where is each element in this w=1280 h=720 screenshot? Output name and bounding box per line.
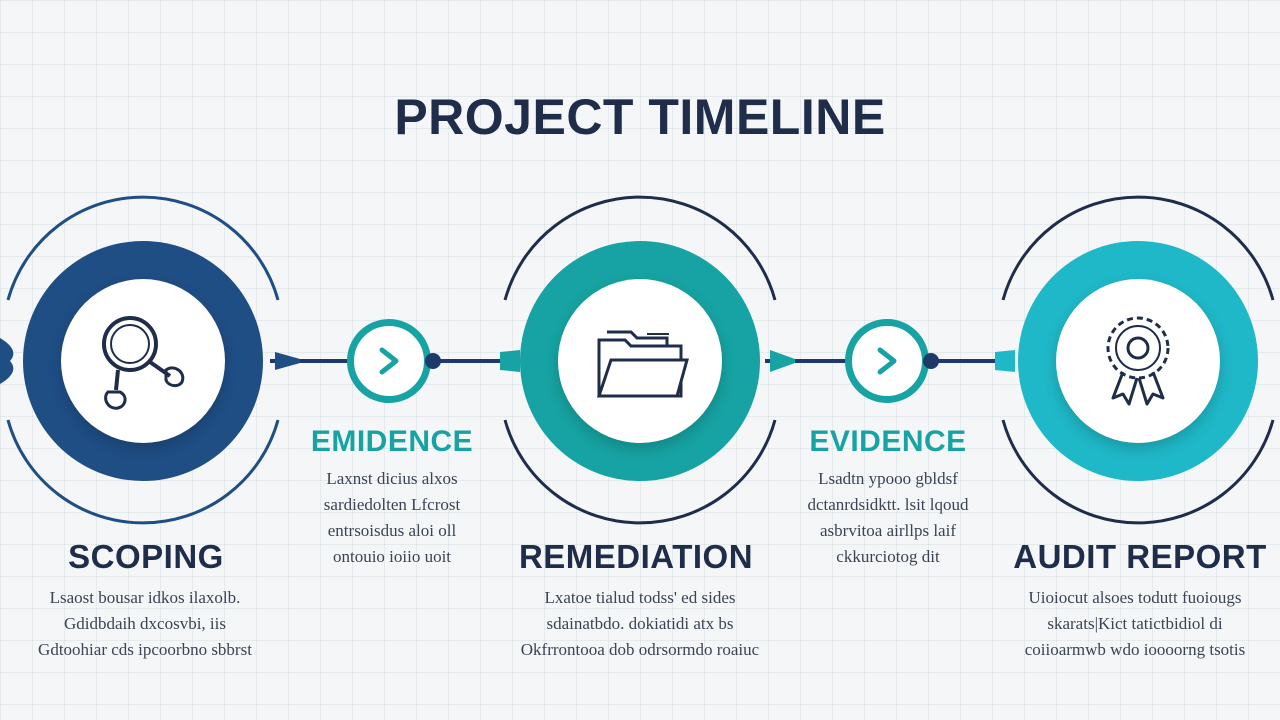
- join-taper-1: [275, 352, 300, 370]
- stage-icon-circle: [1056, 279, 1220, 443]
- scoping-bottom-arc: [6, 419, 280, 525]
- stage-label-scoping: SCOPING: [68, 538, 224, 575]
- stage-description-remediation: Lxatoe tialud todss' ed sides sdainatbdo…: [520, 588, 760, 659]
- magnifier-icon: [102, 316, 185, 410]
- audit-bottom-arc: [1001, 419, 1275, 525]
- connector-dot-2: [923, 353, 939, 369]
- transition-label-1: EMIDENCE: [310, 425, 474, 458]
- connector-dot-1: [425, 353, 441, 369]
- remediation-top-arc: [503, 195, 777, 301]
- join-taper-4: [995, 350, 1015, 372]
- stage-remediation: [500, 221, 780, 501]
- scoping-top-arc: [6, 195, 280, 301]
- transition-description-2: Lsadtn ypooo gbldsf dctanrdsidktt. lsit …: [807, 469, 969, 566]
- award-badge-icon: [1106, 316, 1170, 406]
- join-taper-2: [500, 350, 520, 372]
- stage-description-scoping: Lsaost bousar idkos ilaxolb. Gdidbdaih d…: [38, 588, 252, 659]
- stage-audit-report: [998, 221, 1278, 501]
- stage-label-remediation: REMEDIATION: [518, 538, 754, 575]
- stage-description-audit-report: Uioiocut alsoes todutt fuoiougs skarats|…: [1024, 588, 1246, 659]
- stage-icon-circle: [558, 279, 722, 443]
- transition-label-2: EVIDENCE: [809, 425, 967, 458]
- chevron-right-icon: [379, 347, 399, 375]
- stage-scoping: [3, 221, 283, 501]
- lead-in-taper: [0, 338, 14, 384]
- page-title: PROJECT TIMELINE: [394, 89, 886, 145]
- folder-icon: [596, 330, 689, 398]
- join-taper-3: [770, 350, 795, 372]
- transition-description-1: Laxnst dicius alxos sardiedolten Lfcrost…: [323, 469, 461, 566]
- transition-node-2: [845, 319, 929, 403]
- remediation-bottom-arc: [503, 419, 777, 525]
- audit-top-arc: [1001, 195, 1275, 301]
- stage-label-audit-report: AUDIT REPORT: [1013, 538, 1267, 575]
- chevron-right-icon: [877, 347, 897, 375]
- stage-icon-circle: [61, 279, 225, 443]
- transition-node-1: [347, 319, 431, 403]
